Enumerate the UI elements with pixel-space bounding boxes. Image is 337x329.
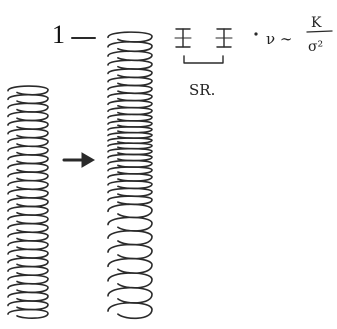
marker-label-one: 1 <box>52 20 65 49</box>
relaxed-spring-coil <box>7 154 49 165</box>
relaxed-spring-coil <box>7 300 49 311</box>
perturbed-spring-coil <box>107 147 153 156</box>
perturbed-spring-coil <box>107 59 153 70</box>
relaxed-spring-coil <box>7 308 49 319</box>
relaxed-spring-coil <box>7 205 49 216</box>
perturbed-spring-coil <box>107 166 153 175</box>
relaxed-spring-coil <box>7 274 49 285</box>
relaxed-spring-coil <box>7 248 49 259</box>
perturbed-spring-coil <box>107 120 153 128</box>
relaxed-spring-coil <box>7 136 49 148</box>
perturbed-spring-coil <box>107 286 153 304</box>
perturbed-spring <box>107 31 153 320</box>
perturbed-spring-coil <box>107 173 153 182</box>
perturbed-spring-coil <box>107 216 153 232</box>
perturbed-spring-coil <box>107 113 153 122</box>
relaxed-spring-coil <box>7 162 49 173</box>
fraction-bar <box>306 30 333 33</box>
perturbed-spring-coil <box>107 92 153 102</box>
perturbed-spring-coil <box>107 153 153 162</box>
relaxed-spring-coil <box>7 214 49 225</box>
relaxed-spring-coil <box>7 188 49 199</box>
relaxed-spring-coil <box>7 291 49 302</box>
relaxed-spring-coil <box>7 111 49 122</box>
spacing-marker-left-icon <box>174 28 192 48</box>
perturbed-spring-coil <box>107 302 153 320</box>
perturbed-spring-coil <box>107 257 153 274</box>
relaxed-spring-coil <box>7 145 49 156</box>
relaxed-spring-coil <box>7 222 49 234</box>
perturbed-spring-coil <box>107 106 153 116</box>
perturbed-spring-coil <box>107 195 153 206</box>
perturbed-spring-coil <box>107 99 153 109</box>
perturbed-spring-coil <box>107 187 153 197</box>
perturbed-spring-coil <box>107 203 153 219</box>
perturbed-spring-coil <box>107 159 153 168</box>
perturbed-spring-coil <box>107 272 153 289</box>
relaxed-spring-coil <box>7 197 49 208</box>
spacing-label: SR. <box>189 81 215 99</box>
spacing-marker-right-icon <box>215 28 233 48</box>
perturbed-spring-coil <box>107 180 153 190</box>
relaxed-spring-coil <box>7 85 49 96</box>
relaxed-spring-coil <box>7 119 49 130</box>
relaxed-spring-coil <box>7 265 49 276</box>
relaxed-spring-coil <box>7 231 49 242</box>
perturbed-spring-coil <box>107 229 153 246</box>
perturbed-spring-coil <box>107 126 153 134</box>
separator-dot <box>254 32 258 36</box>
perturbed-spring-coil <box>107 243 153 260</box>
perturbed-spring-coil <box>107 41 153 53</box>
relaxed-spring-coil <box>7 102 49 113</box>
perturbed-spring-coil <box>107 31 153 43</box>
relaxed-spring-coil <box>7 179 49 191</box>
relaxed-spring-coil <box>7 93 49 105</box>
relaxed-spring-coil <box>7 171 49 182</box>
relaxed-spring-coil <box>7 282 49 294</box>
arrow-right-icon <box>62 152 95 168</box>
perturbed-spring-coil <box>107 50 153 62</box>
formula-denominator: σ² <box>308 39 323 55</box>
relaxed-spring <box>7 85 49 319</box>
perturbed-spring-coil <box>107 76 153 87</box>
formula-lhs: ν ∼ <box>266 30 292 48</box>
relaxed-spring-coil <box>7 239 49 251</box>
relaxed-spring-coil <box>7 257 49 268</box>
formula-numerator: K <box>311 15 322 31</box>
perturbed-spring-coil <box>107 68 153 79</box>
spacing-bracket <box>183 55 224 64</box>
perturbed-spring-coil <box>107 84 153 95</box>
relaxed-spring-coil <box>7 128 49 139</box>
